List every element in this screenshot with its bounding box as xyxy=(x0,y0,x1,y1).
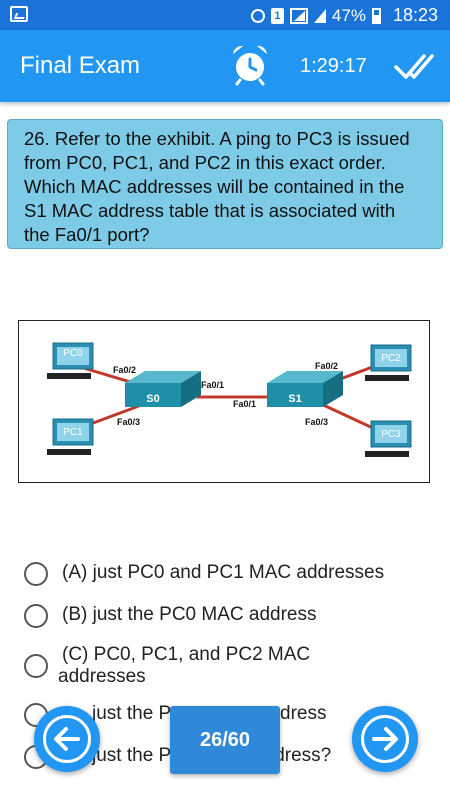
pc3-label: PC3 xyxy=(381,429,401,440)
signal-icon xyxy=(289,7,308,24)
option-label-right: ldress? xyxy=(270,745,332,766)
option-label-line1: (C) PC0, PC1, and PC2 MAC xyxy=(62,644,311,665)
option-label-left: just the P xyxy=(92,745,172,766)
arrow-left-icon xyxy=(54,727,80,751)
option-label: (A) just PC0 and PC1 MAC addresses xyxy=(62,562,385,583)
alarm-clock-icon[interactable] xyxy=(228,42,272,86)
radio-button[interactable] xyxy=(24,654,48,678)
option-label: (B) just the PC0 MAC address xyxy=(62,604,317,625)
port-label-s0-pc0: Fa0/2 xyxy=(113,365,136,375)
pc1: PC1 xyxy=(47,418,94,455)
status-bar: 1 47% 18:23 xyxy=(0,0,450,30)
question-card: 26. Refer to the exhibit. A ping to PC3 … xyxy=(7,119,443,249)
sim-icon: 1 xyxy=(270,7,284,24)
port-label-s1-pc2: Fa0/2 xyxy=(315,361,338,371)
battery-percent: 47% xyxy=(331,5,366,25)
pc0-label: PC0 xyxy=(63,348,83,359)
alarm-icon xyxy=(250,8,265,23)
pc0: PC0 xyxy=(47,342,94,379)
pc2-label: PC2 xyxy=(381,353,401,364)
switch-s1: S1 xyxy=(267,371,343,407)
network-diagram: S0 S1 PC0 PC1 PC2 xyxy=(47,342,412,457)
previous-button[interactable] xyxy=(34,706,100,772)
link-s1-pc3 xyxy=(318,401,376,431)
option-label-line2: addresses xyxy=(58,666,146,687)
question-text: 26. Refer to the exhibit. A ping to PC3 … xyxy=(24,128,410,245)
option-d[interactable]: just the P dress xyxy=(24,703,326,727)
switch-s0-label: S0 xyxy=(146,393,159,405)
picture-icon xyxy=(10,6,28,22)
pc1-label: PC1 xyxy=(63,427,83,438)
battery-icon xyxy=(371,7,381,24)
radio-button[interactable] xyxy=(24,562,48,586)
port-label-s1-trunk: Fa0/1 xyxy=(233,399,256,409)
pc2: PC2 xyxy=(365,344,412,381)
exam-timer: 1:29:17 xyxy=(300,55,367,77)
status-icons: 1 47% 18:23 xyxy=(250,5,438,26)
exhibit-image: S0 S1 PC0 PC1 PC2 xyxy=(18,320,430,483)
page-title: Final Exam xyxy=(20,52,141,79)
option-c[interactable]: (C) PC0, PC1, and PC2 MAC addresses xyxy=(24,644,310,688)
status-time: 18:23 xyxy=(392,5,438,25)
option-label-right: dress xyxy=(280,703,327,724)
double-check-icon[interactable] xyxy=(394,50,434,82)
option-label-left: just the P xyxy=(92,703,172,724)
port-label-s0-pc1: Fa0/3 xyxy=(117,417,140,427)
option-a[interactable]: (A) just PC0 and PC1 MAC addresses xyxy=(24,562,384,586)
port-label-s1-pc3: Fa0/3 xyxy=(305,417,328,427)
option-b[interactable]: (B) just the PC0 MAC address xyxy=(24,604,316,628)
radio-button[interactable] xyxy=(24,604,48,628)
option-label: (C) PC0, PC1, and PC2 MAC addresses xyxy=(58,644,311,688)
switch-s0: S0 xyxy=(125,371,201,407)
port-label-s0-trunk: Fa0/1 xyxy=(201,380,224,390)
next-button[interactable] xyxy=(352,706,418,772)
question-counter: 26/60 xyxy=(170,706,280,774)
signal-bars-icon xyxy=(313,8,326,23)
arrow-right-icon xyxy=(372,727,398,751)
app-bar: Final Exam 1:29:17 xyxy=(0,30,450,102)
switch-s1-label: S1 xyxy=(288,393,301,405)
pc3: PC3 xyxy=(365,420,412,457)
option-e[interactable]: just the P ldress? xyxy=(24,745,331,769)
